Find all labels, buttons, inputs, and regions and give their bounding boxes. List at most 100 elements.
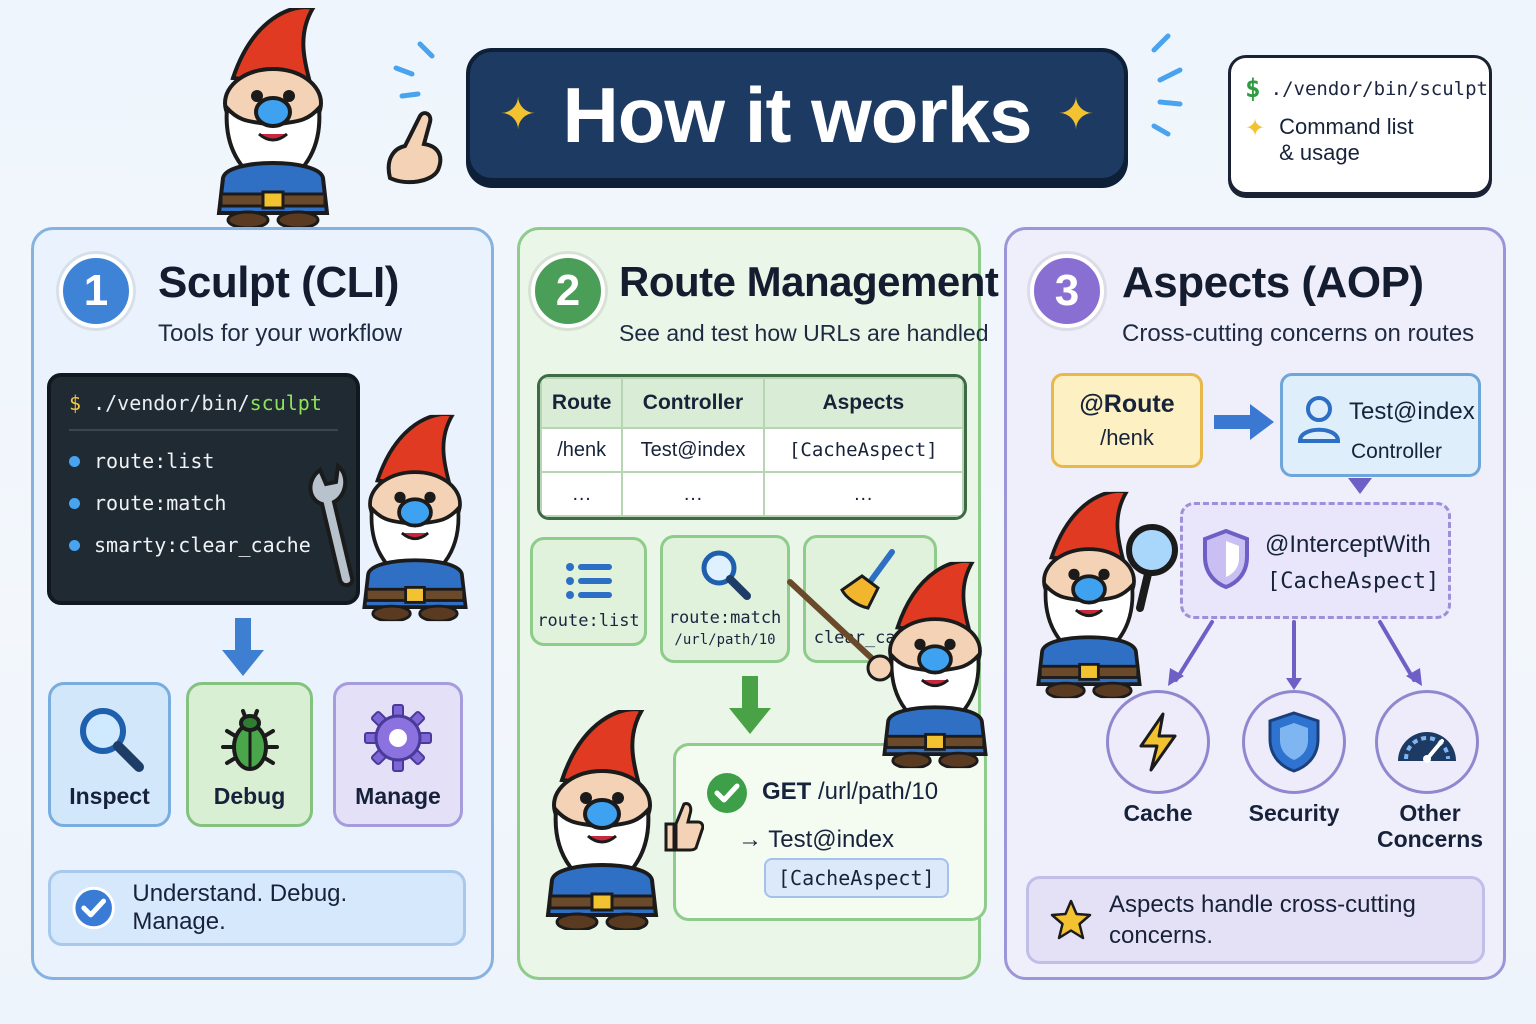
check-circle-icon — [707, 773, 747, 813]
table-cell-aspects: … — [762, 471, 964, 517]
page-title: How it works — [562, 70, 1032, 159]
pointer-stick-icon — [787, 579, 894, 682]
result-path: /url/path/10 — [818, 778, 939, 805]
title-banner: ✦ How it works ✦ — [466, 48, 1128, 182]
gnome-mascot-pointing — [178, 8, 368, 228]
arrow-right-icon — [1214, 404, 1274, 440]
user-icon — [1297, 396, 1341, 443]
search-icon — [701, 550, 751, 600]
concern-cache[interactable] — [1106, 690, 1210, 794]
sparkle-icon: ✦ — [1057, 90, 1095, 139]
pointing-hand-icon — [386, 111, 443, 185]
tile-debug[interactable]: Debug — [186, 682, 313, 827]
tool-route-match-path: /url/path/10 — [674, 632, 776, 648]
terminal-command-path: ./vendor/bin/ — [93, 391, 250, 415]
terminal-prompt-symbol: $ — [69, 391, 82, 415]
panel1-note-text: Understand. Debug. Manage. — [132, 880, 348, 935]
command-note-line1: Command list — [1279, 114, 1414, 139]
result-request: GET /url/path/10 — [762, 778, 938, 806]
panel3-note-text: Aspects handle cross-cutting concerns. — [1109, 890, 1416, 949]
arrow-down-icon — [222, 618, 264, 676]
connector-arrows — [1168, 620, 1422, 690]
bug-icon — [220, 709, 279, 771]
tile-manage[interactable]: Manage — [333, 682, 463, 827]
table-cell-route: … — [540, 471, 624, 517]
table-header-route: Route — [540, 377, 624, 429]
arrow-right-icon: → — [738, 826, 762, 853]
command-note-line2: & usage — [1279, 140, 1360, 165]
terminal-item-clear-cache: smarty:clear_cache — [69, 533, 338, 557]
terminal-item-route-list: route:list — [69, 449, 338, 473]
tool-route-match-label: route:match — [668, 608, 782, 628]
terminal-prompt: $ ./vendor/bin/sculpt — [69, 391, 338, 431]
intercept-box: @InterceptWith [CacheAspect] — [1180, 502, 1451, 619]
route-table: Route Controller Aspects /henk Test@inde… — [537, 374, 967, 520]
result-controller-line: → Test@index — [738, 826, 894, 854]
panel2-subtitle: See and test how URLs are handled — [619, 320, 989, 346]
shield-icon — [1268, 711, 1320, 773]
panel3-title: Aspects (AOP) — [1122, 258, 1424, 307]
list-icon — [565, 563, 612, 599]
sparkle-icon: ✦ — [1245, 115, 1266, 142]
concern-security[interactable] — [1242, 690, 1346, 794]
terminal-item-route-match: route:match — [69, 491, 338, 515]
controller-box: Test@index Controller — [1280, 373, 1481, 477]
route-annotation: @Route — [1079, 390, 1175, 418]
arrow-down-small-icon — [1348, 478, 1372, 494]
magnifier-icon — [1126, 524, 1178, 612]
check-circle-icon — [72, 886, 115, 930]
step-badge-2: 2 — [531, 254, 605, 328]
panel1-note: Understand. Debug. Manage. — [48, 870, 466, 946]
intercept-aspect: [CacheAspect] — [1267, 569, 1440, 594]
table-header-aspects: Aspects — [762, 377, 964, 429]
table-header-controller: Controller — [621, 377, 765, 429]
sparkle-icon: ✦ — [499, 90, 537, 139]
bullet-dot — [69, 497, 80, 509]
controller-name: Test@index — [1349, 398, 1475, 425]
table-cell-aspects: [CacheAspect] — [762, 427, 964, 473]
motion-lines-icon — [1151, 33, 1183, 137]
route-annotation-box: @Route /henk — [1051, 373, 1203, 468]
tool-route-match[interactable]: route:match /url/path/10 — [660, 535, 790, 663]
controller-label: Controller — [1351, 440, 1443, 463]
table-cell-route: /henk — [540, 427, 624, 473]
route-match-result: GET /url/path/10 → Test@index [CacheAspe… — [673, 743, 987, 921]
step-badge-1: 1 — [59, 254, 133, 328]
tile-debug-label: Debug — [213, 783, 286, 809]
concern-other[interactable] — [1375, 690, 1479, 794]
intercept-annotation: @InterceptWith — [1265, 531, 1431, 558]
bullet-dot — [69, 539, 80, 551]
gear-icon — [364, 704, 432, 772]
result-aspect-badge: [CacheAspect] — [764, 858, 949, 898]
concern-other-label: Other Concerns — [1376, 800, 1484, 853]
command-line: $ ./vendor/bin/sculpt — [1245, 74, 1488, 104]
table-row[interactable]: … … … — [540, 471, 964, 517]
tool-route-list-label: route:list — [537, 611, 640, 631]
concern-cache-label: Cache — [1123, 800, 1193, 826]
motion-lines-icon — [393, 41, 435, 99]
tool-route-list[interactable]: route:list — [530, 537, 647, 646]
panel1-subtitle: Tools for your workflow — [158, 320, 403, 347]
command-card: $ ./vendor/bin/sculpt ✦ Command list & u… — [1228, 55, 1492, 195]
tile-inspect[interactable]: Inspect — [48, 682, 171, 827]
thumbs-up-icon — [664, 802, 704, 852]
panel1-title: Sculpt (CLI) — [158, 258, 399, 307]
table-row[interactable]: /henk Test@index [CacheAspect] — [540, 427, 964, 473]
broom-icon — [840, 549, 895, 610]
result-method: GET — [762, 778, 812, 805]
terminal-command-name: sculpt — [249, 391, 322, 415]
table-cell-controller: Test@index — [621, 427, 765, 473]
tile-inspect-label: Inspect — [69, 783, 150, 809]
bullet-dot — [69, 455, 80, 467]
tile-manage-label: Manage — [355, 783, 441, 809]
star-icon — [1050, 899, 1092, 940]
magnifier-icon — [79, 708, 144, 772]
panel3-note: Aspects handle cross-cutting concerns. — [1026, 876, 1485, 964]
step-badge-3: 3 — [1030, 254, 1104, 328]
command-text: ./vendor/bin/sculpt — [1270, 78, 1488, 100]
panel2-title: Route Management — [619, 258, 999, 305]
terminal-window: $ ./vendor/bin/sculpt route:list route:m… — [47, 373, 360, 605]
prompt-symbol: $ — [1245, 74, 1261, 104]
result-controller: Test@index — [768, 826, 894, 853]
gnome-thumbs-up — [522, 680, 682, 960]
